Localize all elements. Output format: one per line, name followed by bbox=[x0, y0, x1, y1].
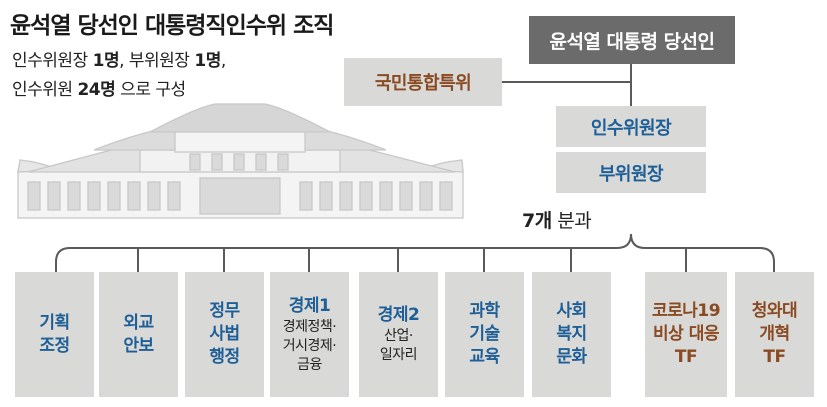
division-line: 교육 bbox=[469, 347, 500, 367]
composition-line-2: 인수위원 24명 으로 구성 bbox=[12, 80, 186, 100]
division-social-welfare-culture: 사회 복지 문화 bbox=[532, 272, 611, 397]
division-line: 복지 bbox=[556, 324, 587, 344]
chair-box: 인수위원장 bbox=[556, 106, 706, 147]
division-title: 경제1 bbox=[288, 295, 331, 316]
division-planning-coordination: 기획 조정 bbox=[15, 272, 94, 397]
division-line: 기획 bbox=[39, 312, 70, 333]
composition-line-1: 인수위원장 1명, 부위원장 1명, bbox=[12, 51, 226, 71]
page-title: 윤석열 당선인 대통령직인수위 조직 bbox=[10, 13, 334, 39]
division-line: 정무 bbox=[209, 301, 240, 321]
division-line: TF bbox=[763, 347, 786, 367]
division-title: 경제2 bbox=[377, 305, 420, 325]
division-line: 금융 bbox=[297, 356, 322, 373]
division-line: 비상 대응 bbox=[653, 324, 719, 344]
line-bus-right bbox=[630, 233, 775, 272]
division-science-tech-education: 과학 기술 교육 bbox=[445, 272, 524, 397]
division-line: 사법 bbox=[209, 324, 240, 344]
president-elect-box: 윤석열 대통령 당선인 bbox=[529, 16, 735, 64]
division-economy-1: 경제1 경제정책· 거시경제· 금융 bbox=[270, 272, 349, 397]
chair-label: 인수위원장 bbox=[590, 117, 672, 139]
national-unity-committee-box: 국민통합특위 bbox=[344, 58, 502, 106]
vice-chair-box: 부위원장 bbox=[556, 152, 706, 193]
vice-chair-label: 부위원장 bbox=[598, 163, 664, 185]
division-political-judicial-admin: 정무 사법 행정 bbox=[185, 272, 264, 397]
national-unity-committee-label: 국민통합특위 bbox=[374, 73, 472, 94]
division-line: 사회 bbox=[556, 301, 587, 321]
division-line: 일자리 bbox=[379, 347, 418, 363]
division-line: 산업· bbox=[384, 328, 413, 344]
president-elect-label: 윤석열 대통령 당선인 bbox=[549, 30, 715, 53]
division-line: 청와대 bbox=[751, 301, 798, 321]
divisions-count: 7개 분과 bbox=[522, 210, 592, 232]
blue-house-icon bbox=[17, 103, 464, 219]
division-line: 조정 bbox=[39, 335, 70, 356]
division-covid-response-tf: 코로나19 비상 대응 TF bbox=[645, 272, 727, 397]
division-line: 안보 bbox=[123, 335, 154, 356]
division-line: TF bbox=[674, 347, 698, 367]
division-blue-house-reform-tf: 청와대 개혁 TF bbox=[735, 272, 814, 397]
division-line: 문화 bbox=[556, 347, 587, 367]
division-line: 행정 bbox=[209, 347, 240, 367]
division-foreign-security: 외교 안보 bbox=[99, 272, 178, 397]
division-line: 개혁 bbox=[759, 324, 790, 344]
division-line: 코로나19 bbox=[651, 301, 721, 321]
division-line: 거시경제· bbox=[282, 337, 337, 354]
connector-lines bbox=[55, 64, 775, 272]
division-line: 외교 bbox=[123, 312, 154, 333]
division-line: 경제정책· bbox=[282, 318, 337, 335]
line-bus-left bbox=[55, 233, 632, 272]
division-economy-2: 경제2 산업· 일자리 bbox=[359, 272, 438, 397]
division-line: 과학 bbox=[469, 301, 500, 321]
division-line: 기술 bbox=[469, 324, 500, 344]
